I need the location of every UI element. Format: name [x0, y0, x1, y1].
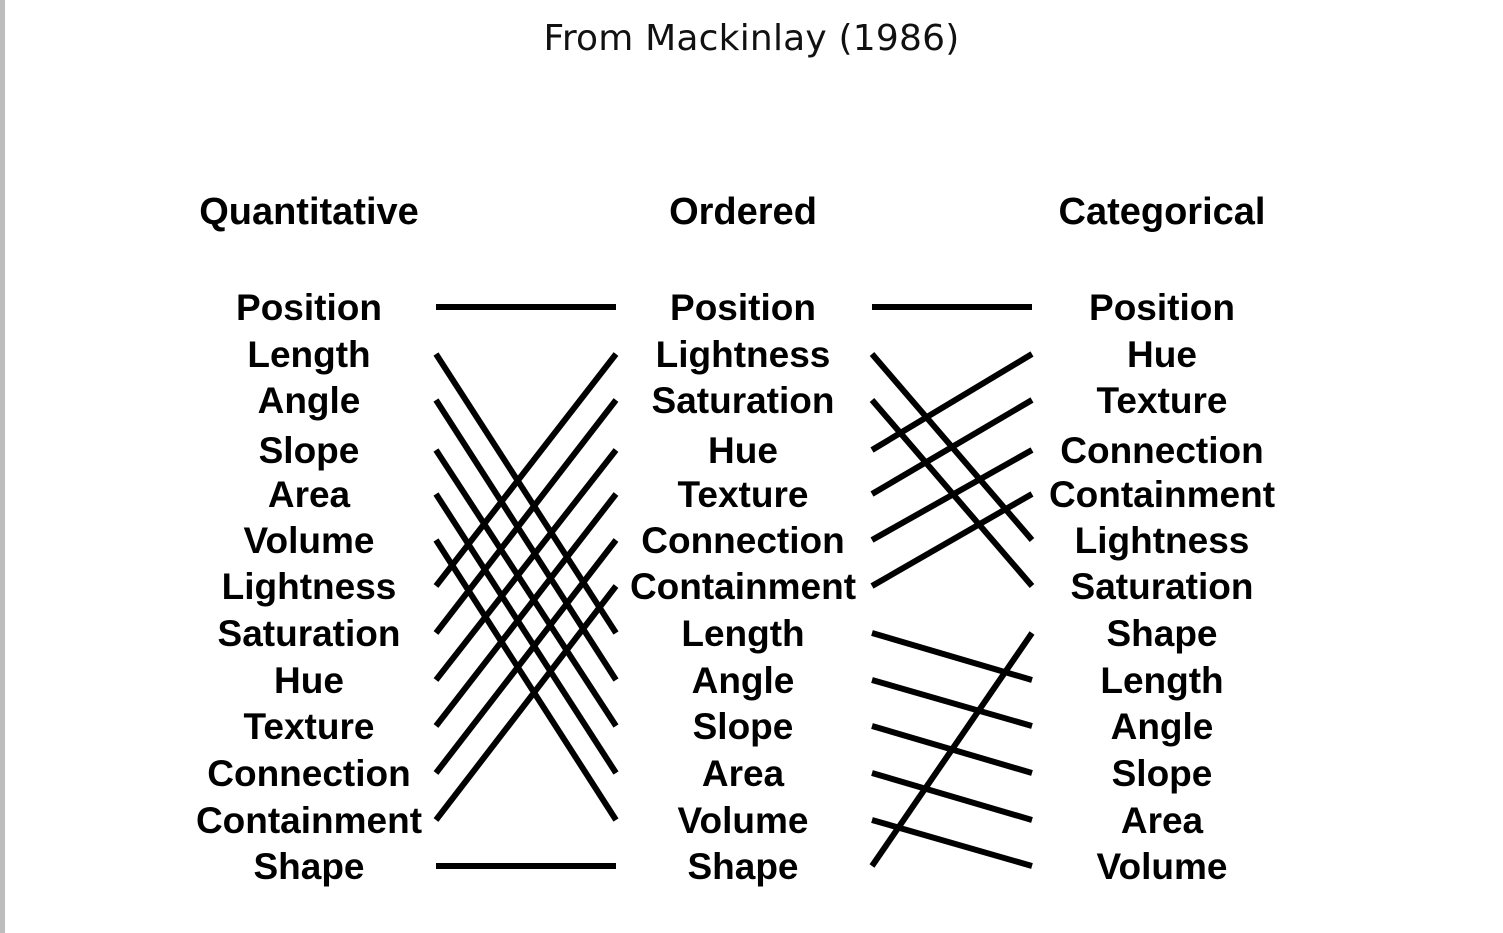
link-quantitative-to-ordered-lightness — [433, 352, 619, 588]
link-quantitative-to-ordered-angle — [433, 398, 619, 682]
quantitative-item-position: Position — [236, 287, 382, 328]
link-quantitative-to-ordered-hue — [433, 448, 619, 682]
link-quantitative-to-ordered-connection — [433, 538, 619, 775]
categorical-item-angle: Angle — [1111, 706, 1214, 747]
ordered-item-lightness: Lightness — [656, 334, 831, 375]
ordered-item-hue: Hue — [708, 430, 778, 471]
link-quantitative-to-ordered-containment — [433, 584, 619, 822]
ordered-item-slope: Slope — [693, 706, 794, 747]
link-quantitative-to-ordered-texture — [433, 492, 619, 728]
categorical-column-header: Categorical — [1059, 191, 1266, 233]
ordered-item-position: Position — [670, 287, 816, 328]
ordered-item-length: Length — [681, 613, 804, 654]
quantitative-column-header: Quantitative — [199, 191, 419, 233]
categorical-item-slope: Slope — [1112, 753, 1213, 794]
categorical-item-texture: Texture — [1097, 380, 1228, 421]
ordered-item-angle: Angle — [692, 660, 795, 701]
categorical-item-shape: Shape — [1106, 613, 1217, 654]
quantitative-item-containment: Containment — [196, 800, 422, 841]
quantitative-item-lightness: Lightness — [222, 566, 397, 607]
link-quantitative-to-ordered-area — [433, 492, 619, 775]
connector-lines — [433, 304, 1035, 869]
quantitative-item-length: Length — [247, 334, 370, 375]
categorical-item-hue: Hue — [1127, 334, 1197, 375]
link-quantitative-to-ordered-length — [433, 352, 619, 635]
quantitative-item-slope: Slope — [259, 430, 360, 471]
quantitative-item-connection: Connection — [207, 753, 410, 794]
categorical-item-saturation: Saturation — [1071, 566, 1254, 607]
quantitative-item-shape: Shape — [253, 846, 364, 887]
link-ordered-to-categorical-texture — [870, 397, 1034, 497]
link-ordered-to-categorical-connection — [870, 447, 1034, 543]
quantitative-item-volume: Volume — [244, 520, 375, 561]
ordered-column-header: Ordered — [669, 191, 817, 233]
slide-caption: From Mackinlay (1986) — [543, 18, 960, 59]
categorical-item-length: Length — [1100, 660, 1223, 701]
ordered-item-area: Area — [702, 753, 785, 794]
categorical-item-area: Area — [1121, 800, 1204, 841]
column-labels: QuantitativePositionLengthAngleSlopeArea… — [196, 191, 1275, 887]
ordered-item-containment: Containment — [630, 566, 856, 607]
link-ordered-to-categorical-shape — [869, 631, 1035, 868]
ordered-item-connection: Connection — [641, 520, 844, 561]
link-quantitative-to-ordered-saturation — [433, 398, 619, 635]
categorical-item-position: Position — [1089, 287, 1235, 328]
window-left-edge — [0, 0, 5, 933]
ordered-item-saturation: Saturation — [652, 380, 835, 421]
categorical-item-volume: Volume — [1097, 846, 1228, 887]
categorical-item-connection: Connection — [1060, 430, 1263, 471]
ordered-item-volume: Volume — [678, 800, 809, 841]
ordered-item-shape: Shape — [687, 846, 798, 887]
quantitative-item-hue: Hue — [274, 660, 344, 701]
link-ordered-to-categorical-angle — [871, 677, 1033, 729]
categorical-item-lightness: Lightness — [1075, 520, 1250, 561]
quantitative-item-saturation: Saturation — [218, 613, 401, 654]
link-quantitative-to-ordered-volume — [433, 538, 619, 822]
quantitative-item-area: Area — [268, 474, 351, 515]
link-ordered-to-categorical-hue — [870, 351, 1034, 453]
quantitative-item-texture: Texture — [244, 706, 375, 747]
link-quantitative-to-ordered-slope — [433, 448, 619, 728]
link-ordered-to-categorical-area — [871, 770, 1033, 823]
link-ordered-to-categorical-containment — [870, 491, 1034, 589]
quantitative-item-angle: Angle — [258, 380, 361, 421]
ordered-item-texture: Texture — [678, 474, 809, 515]
categorical-item-containment: Containment — [1049, 474, 1275, 515]
